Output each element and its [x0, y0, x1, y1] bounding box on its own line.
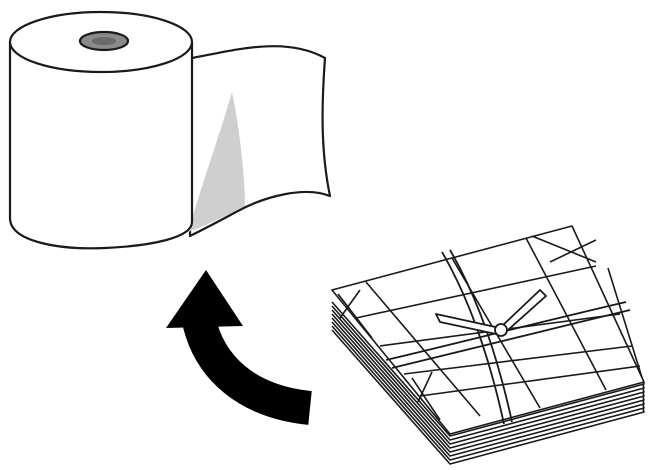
folded-paper-stack-icon	[332, 226, 644, 464]
roll-core-hole	[92, 37, 116, 45]
arrow-head	[166, 270, 243, 328]
arrow-shaft	[198, 316, 310, 408]
paper-roll-icon	[10, 12, 330, 248]
curved-arrow-icon	[166, 270, 310, 408]
